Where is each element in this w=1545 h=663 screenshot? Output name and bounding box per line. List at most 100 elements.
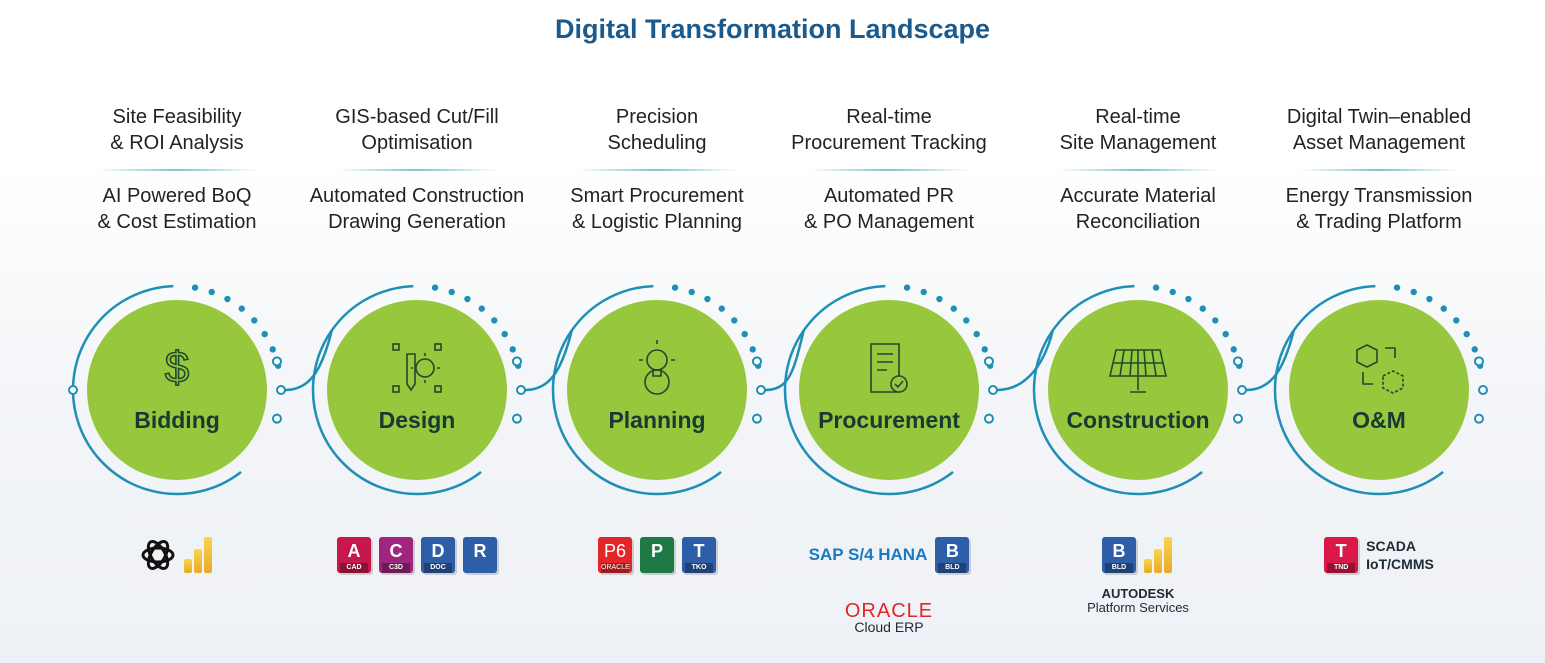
- separator-line: [809, 169, 969, 171]
- revit-logo[interactable]: R: [463, 537, 497, 573]
- ring-dot: [950, 305, 957, 312]
- autodesk-wordmark: AUTODESK: [1101, 586, 1175, 601]
- ring-dot: [903, 284, 911, 291]
- ring-arc: [551, 284, 722, 496]
- autocad-logo[interactable]: A CAD: [337, 537, 371, 573]
- document-check-icon: [870, 343, 908, 393]
- ring-node: [1473, 356, 1484, 367]
- ring-dot: [1230, 346, 1237, 353]
- ring-dot: [671, 284, 679, 291]
- stage-top-text: Site Feasibility& ROI Analysis: [57, 104, 297, 156]
- ring-node: [988, 385, 998, 395]
- iot-cmms-text: IoT/CMMS: [1366, 556, 1434, 572]
- separator-line: [1299, 169, 1459, 171]
- cube-cycle-icon: [1356, 344, 1404, 394]
- bar: [204, 537, 212, 573]
- ring-node: [1473, 413, 1484, 424]
- ring-node: [1232, 413, 1243, 424]
- ring-node: [756, 385, 766, 395]
- top-line: Asset Management: [1292, 132, 1466, 154]
- stage-label-planning[interactable]: Planning: [608, 407, 706, 433]
- bottom-line: & Trading Platform: [1296, 211, 1462, 233]
- stage-circle[interactable]: [87, 300, 267, 480]
- stage-label-om[interactable]: O&M: [1352, 407, 1406, 433]
- sap-s4hana-logo[interactable]: SAP S/4 HANA: [809, 537, 928, 573]
- openai-logo[interactable]: [140, 537, 176, 573]
- platform-services-text: Platform Services: [1087, 600, 1189, 615]
- stage-circle[interactable]: [1289, 300, 1469, 480]
- bottom-line: Automated PR: [823, 185, 955, 207]
- ring-dot: [688, 288, 695, 296]
- tile-letter: T: [1335, 541, 1347, 561]
- bar: [1154, 549, 1162, 573]
- tile-sub: DOC: [424, 563, 452, 573]
- ring-dot: [464, 295, 471, 303]
- ms-project-logo[interactable]: P: [640, 537, 674, 573]
- ring-dot: [920, 288, 927, 296]
- top-line: Procurement Tracking: [791, 132, 987, 154]
- tile-letter: A: [347, 541, 361, 561]
- ring-node: [751, 413, 762, 424]
- dollar-icon: $: [164, 342, 190, 393]
- stage-label-bidding[interactable]: Bidding: [134, 407, 220, 433]
- ring-dot: [191, 284, 199, 291]
- stage-circle[interactable]: [799, 300, 979, 480]
- power-bi-logo[interactable]: [184, 537, 214, 573]
- stage-bottom-text: Energy Transmission& Trading Platform: [1259, 183, 1499, 235]
- ring-dot: [1393, 284, 1401, 291]
- bottom-line: Smart Procurement: [570, 185, 744, 207]
- ring-node: [511, 413, 522, 424]
- ring-dot: [491, 317, 498, 324]
- ring-node: [1237, 385, 1247, 395]
- ring-dot: [749, 346, 756, 353]
- connector-line: [764, 330, 806, 392]
- tile-sub: ORACLE: [601, 563, 630, 573]
- ring-node: [271, 356, 282, 367]
- separator-line: [1058, 169, 1218, 171]
- stage-circle[interactable]: [327, 300, 507, 480]
- ring-node: [68, 385, 78, 395]
- power-bi-logo[interactable]: [1144, 537, 1174, 573]
- scada-text: SCADA: [1366, 538, 1416, 554]
- ring-arc: [1032, 284, 1203, 496]
- ring-node: [271, 413, 282, 424]
- ring-arc: [71, 284, 242, 496]
- stage-tools: [57, 537, 297, 573]
- logo-text: SAP S/4 HANA: [808, 545, 928, 564]
- bottom-line: Drawing Generation: [328, 211, 506, 233]
- top-line: Site Feasibility: [112, 106, 242, 128]
- bottom-line: Automated Construction: [309, 185, 525, 207]
- stage-bottom-text: AI Powered BoQ& Cost Estimation: [57, 183, 297, 235]
- ring-dot: [238, 305, 245, 312]
- scada-iot-cmms-text[interactable]: SCADA IoT/CMMS: [1366, 537, 1434, 573]
- top-line: Real-time: [846, 106, 932, 128]
- ring-dot: [208, 288, 215, 296]
- tile-letter: B: [945, 541, 959, 561]
- ring-dot: [251, 317, 258, 324]
- stage-label-construction[interactable]: Construction: [1066, 407, 1210, 433]
- stage-bottom-text: Smart Procurement& Logistic Planning: [537, 183, 777, 235]
- tile-sub: CAD: [340, 563, 368, 573]
- top-line: Digital Twin–enabled: [1286, 106, 1472, 128]
- tile-letter: P: [650, 541, 663, 561]
- stage-label-design[interactable]: Design: [378, 407, 456, 433]
- stage-label-procurement[interactable]: Procurement: [818, 407, 960, 433]
- ring-node: [276, 385, 286, 395]
- ring-dot: [981, 346, 988, 353]
- stage-circle[interactable]: [567, 300, 747, 480]
- oracle-wordmark: ORACLE: [844, 600, 934, 622]
- bottom-line: & PO Management: [803, 211, 975, 233]
